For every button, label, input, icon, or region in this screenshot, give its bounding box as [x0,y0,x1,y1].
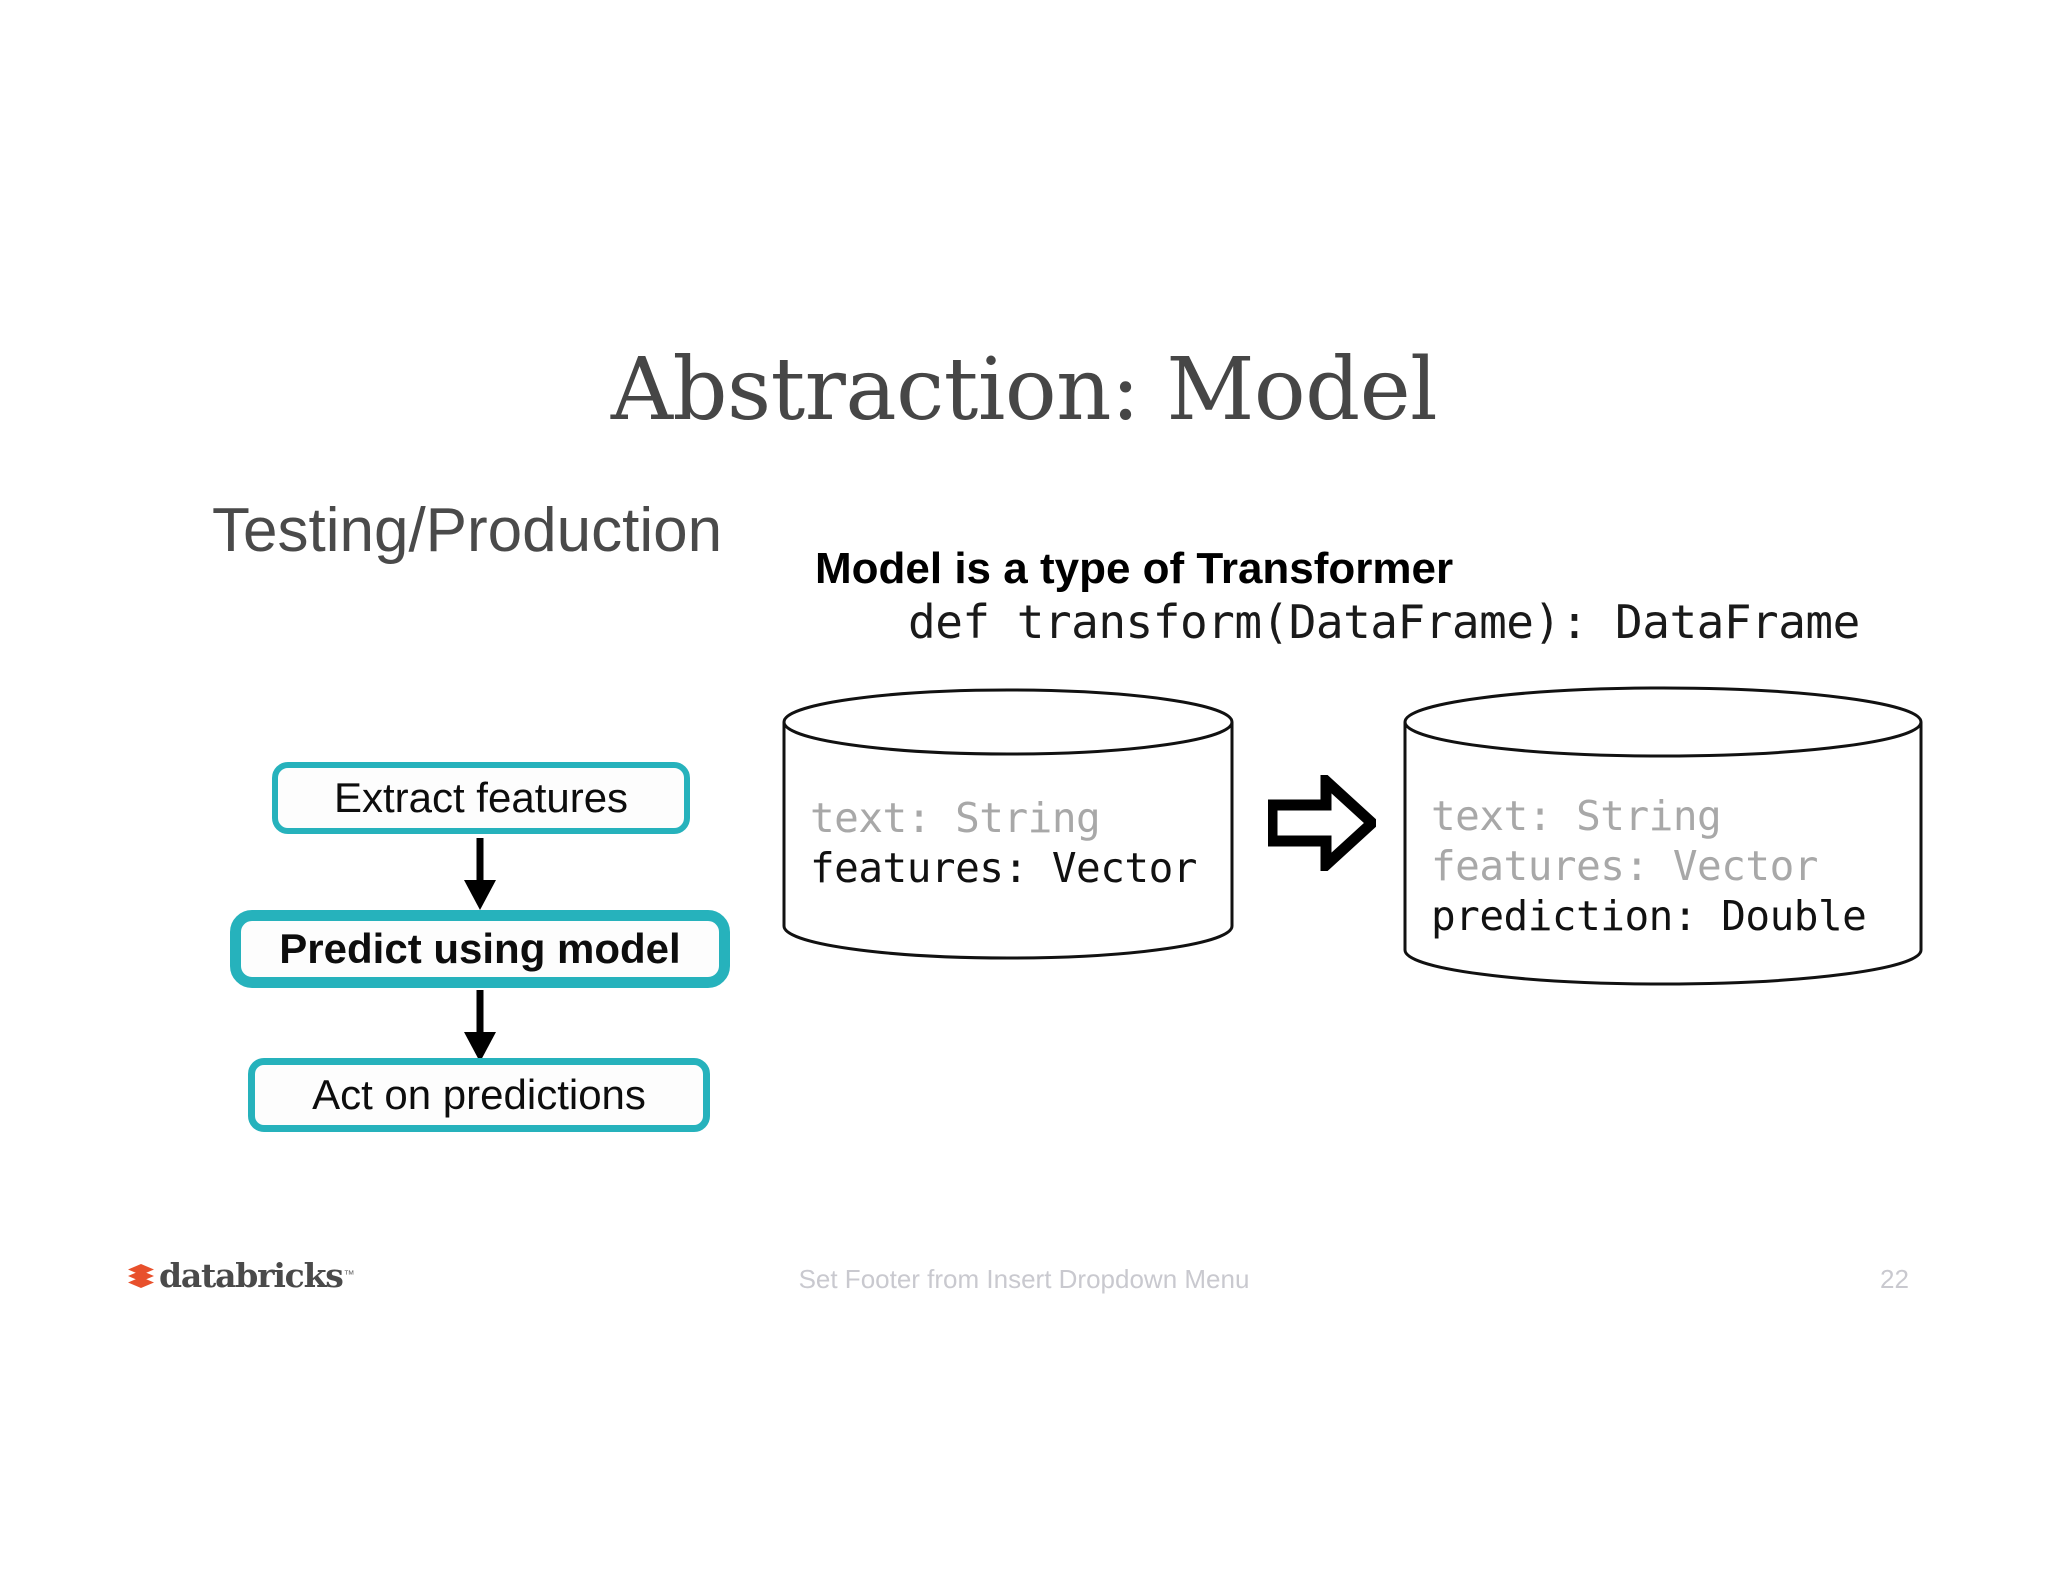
pipeline-step-label: Act on predictions [312,1071,646,1118]
schema-line: features: Vector [810,844,1197,892]
schema-line: text: String [810,794,1101,842]
pipeline-step-predict-using-model[interactable]: Predict using model [230,910,730,988]
input-dataframe-schema: text: String features: Vector [810,793,1197,893]
input-dataframe-cylinder: text: String features: Vector [782,688,1234,960]
arrow-down-icon [458,838,502,910]
schema-line: prediction: Double [1431,892,1867,940]
databricks-logo-icon [126,1260,156,1290]
section-subtitle: Testing/Production [212,496,723,565]
schema-line: features: Vector [1431,842,1818,890]
schema-line: text: String [1431,792,1722,840]
footer-placeholder-text: Set Footer from Insert Dropdown Menu [798,1264,1250,1294]
databricks-logo: databricks ™ [126,1258,355,1292]
pipeline-step-label: Extract features [333,774,629,821]
page-number: 22 [1880,1264,1909,1294]
cylinder-shape-icon [1403,686,1923,986]
pipeline-step-act-on-predictions[interactable]: Act on predictions [248,1058,710,1132]
pipeline-step-label: Predict using model [279,925,681,972]
databricks-wordmark: databricks [159,1255,344,1295]
arrow-right-block-icon [1266,768,1381,878]
arrow-down-icon [458,990,502,1062]
pipeline-step-extract-features[interactable]: Extract features [272,762,690,834]
output-dataframe-schema: text: String features: Vector prediction… [1431,791,1867,941]
trademark-symbol: ™ [343,1269,355,1281]
output-dataframe-cylinder: text: String features: Vector prediction… [1403,686,1923,986]
transformer-signature: def transform(DataFrame): DataFrame [908,595,1860,649]
transformer-heading: Model is a type of Transformer [815,544,1454,593]
cylinder-shape-icon [782,688,1234,960]
pipeline-flow: Extract features Predict using model Act… [230,762,750,1162]
page-title: Abstraction: Model [610,340,1438,440]
